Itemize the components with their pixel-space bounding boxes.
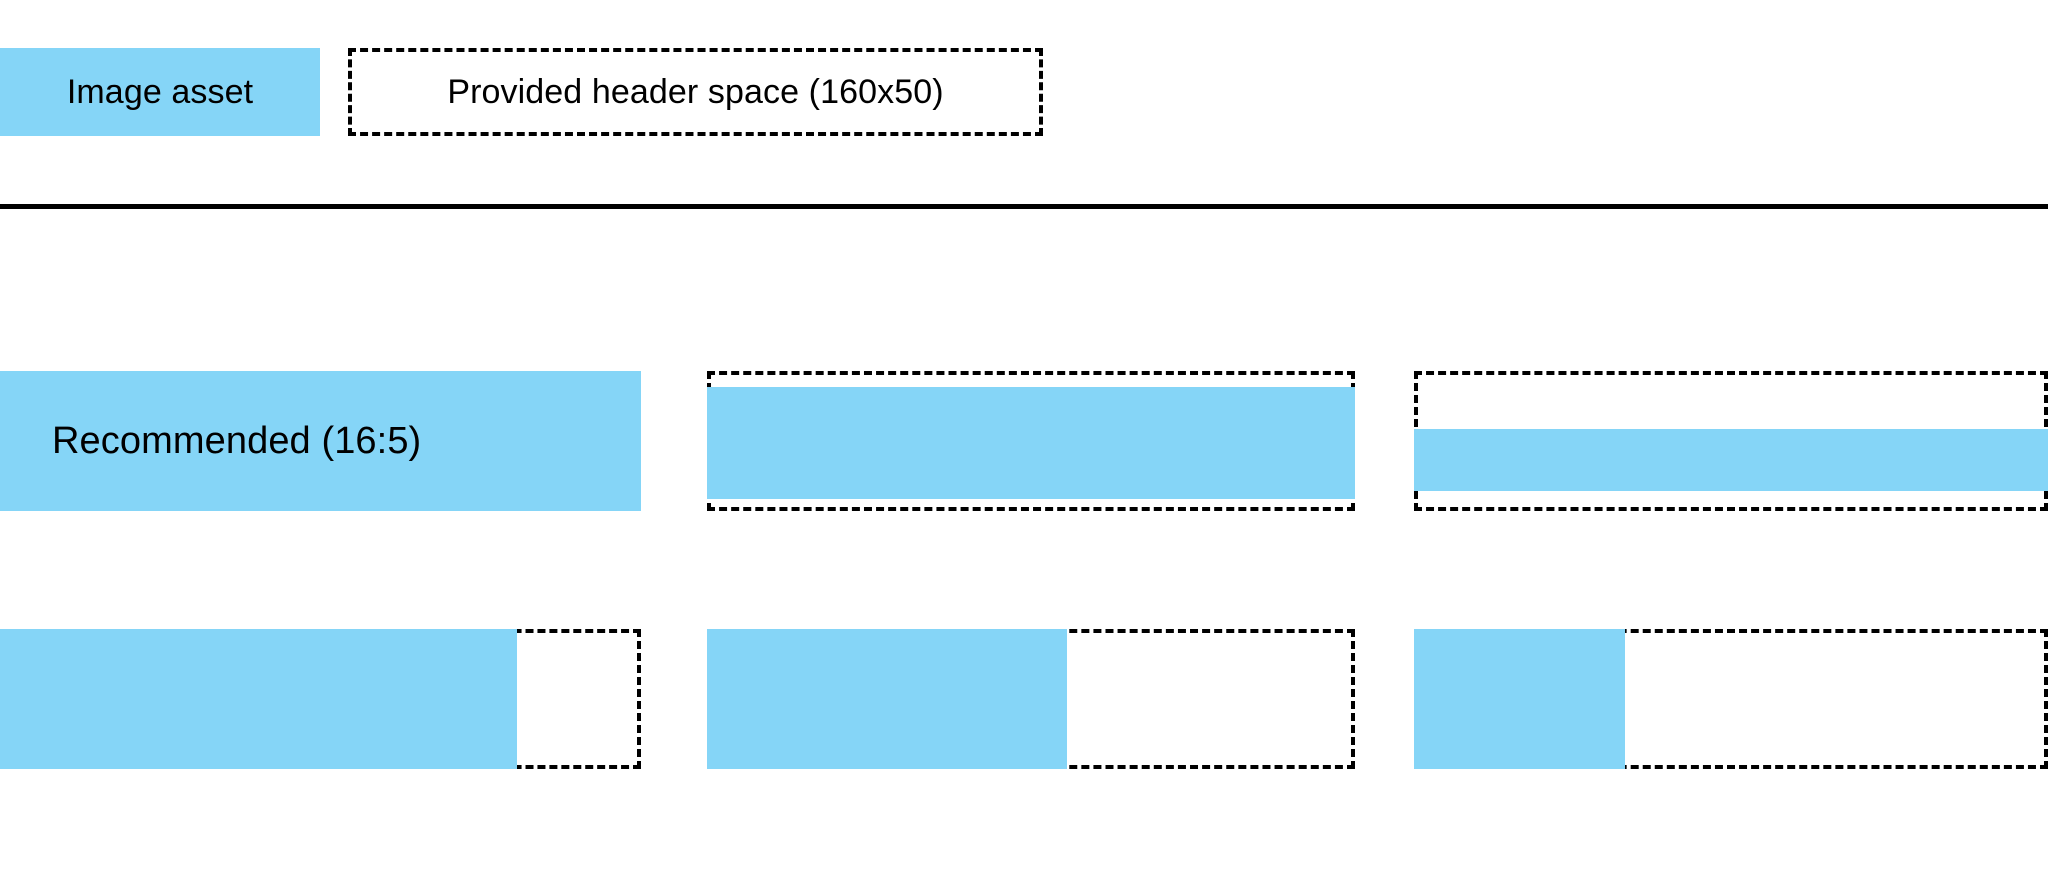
image-asset-swatch: Image asset <box>0 48 320 136</box>
image-asset-label: Image asset <box>66 73 254 111</box>
aspect-ratio-row-wide: Recommended (16:5) <box>0 371 2048 511</box>
ratio-cell-narrow-1 <box>0 629 641 769</box>
ratio-cell-wide-1: Recommended (16:5) <box>0 371 641 511</box>
ratio-cell-narrow-3 <box>1414 629 2048 769</box>
section-divider <box>0 204 2048 209</box>
header-example-row: Image asset Provided header space (160x5… <box>0 48 2048 138</box>
aspect-ratio-row-narrow <box>0 629 2048 769</box>
ratio-fill-narrow-2 <box>707 629 1067 769</box>
ratio-fill-wide-3 <box>1414 429 2048 491</box>
provided-header-space-label: Provided header space (160x50) <box>447 73 944 111</box>
ratio-fill-narrow-3 <box>1414 629 1625 769</box>
recommended-ratio-label: Recommended (16:5) <box>52 420 422 462</box>
ratio-cell-narrow-2 <box>707 629 1355 769</box>
ratio-fill-narrow-1 <box>0 629 517 769</box>
ratio-fill-wide-2 <box>707 387 1355 499</box>
provided-header-space-box: Provided header space (160x50) <box>348 48 1043 136</box>
ratio-cell-wide-3 <box>1414 371 2048 511</box>
ratio-cell-wide-2 <box>707 371 1355 511</box>
ratio-fill-wide-1 <box>0 371 641 511</box>
